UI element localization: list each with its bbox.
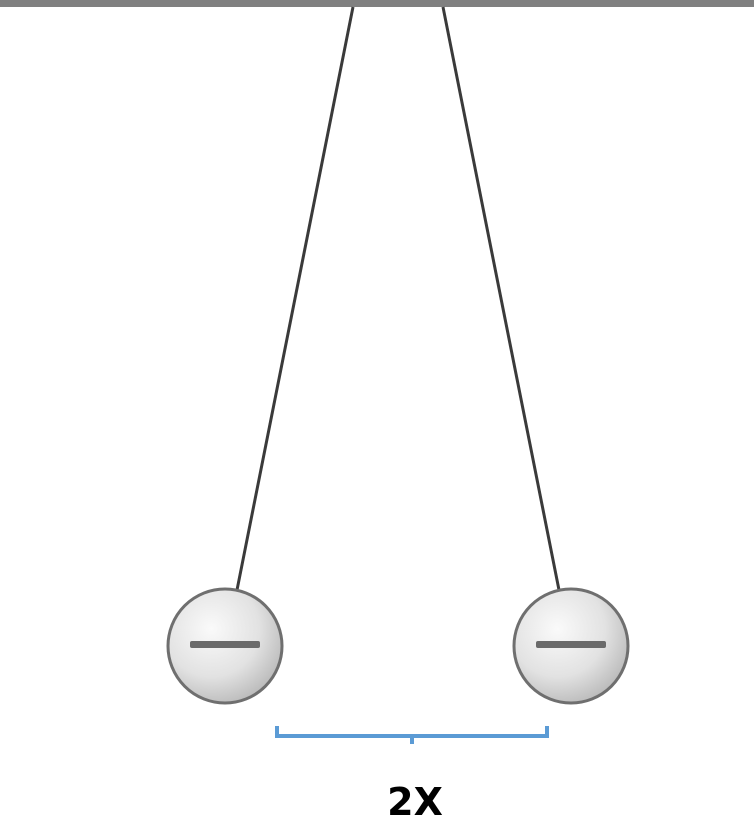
right-charged-ball	[514, 589, 628, 703]
right-string	[443, 7, 559, 590]
minus-icon	[190, 641, 260, 648]
left-charged-ball	[168, 589, 282, 703]
minus-icon	[536, 641, 606, 648]
ceiling-bar	[0, 0, 754, 7]
separation-bracket	[277, 726, 547, 744]
left-string	[237, 7, 353, 590]
separation-label: 2X	[387, 780, 443, 822]
